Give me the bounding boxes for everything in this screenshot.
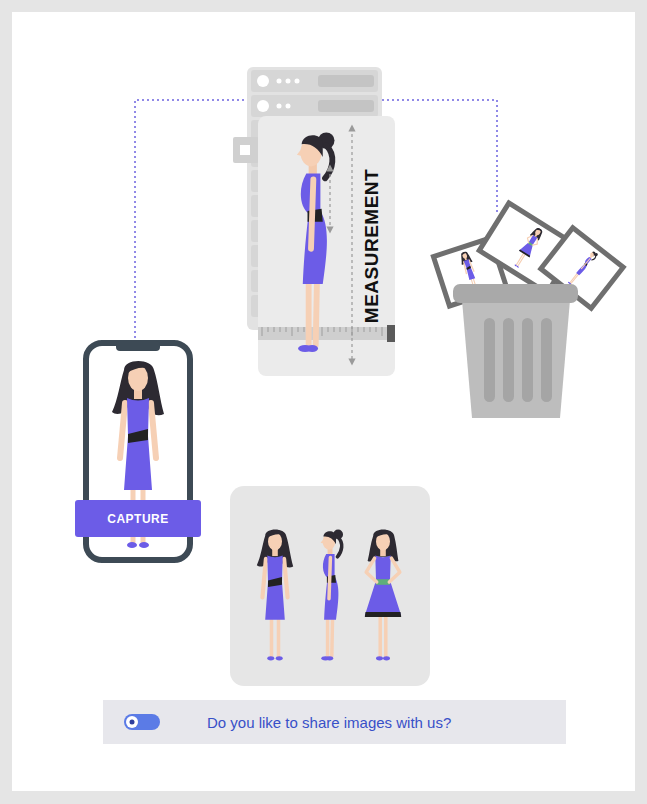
profile-figure bbox=[297, 132, 335, 352]
vertical-label: MEASUREMENT bbox=[361, 169, 383, 323]
capture-button: CAPTURE bbox=[75, 500, 201, 537]
height-arrow bbox=[351, 128, 352, 362]
pose-card bbox=[230, 486, 430, 686]
consent-question: Do you like to share images with us? bbox=[207, 714, 451, 731]
discarded-photos bbox=[433, 203, 623, 308]
ruler bbox=[258, 325, 395, 342]
consent-band: Do you like to share images with us? bbox=[103, 700, 566, 744]
torso-arrow bbox=[329, 168, 330, 230]
card-ground bbox=[258, 116, 395, 376]
dotted-wire bbox=[382, 100, 497, 212]
button-label: CAPTURE bbox=[107, 512, 169, 526]
dotted-wire bbox=[135, 100, 247, 338]
trash-can bbox=[453, 284, 578, 418]
measurement-card: MEASUREMENT bbox=[258, 116, 395, 376]
